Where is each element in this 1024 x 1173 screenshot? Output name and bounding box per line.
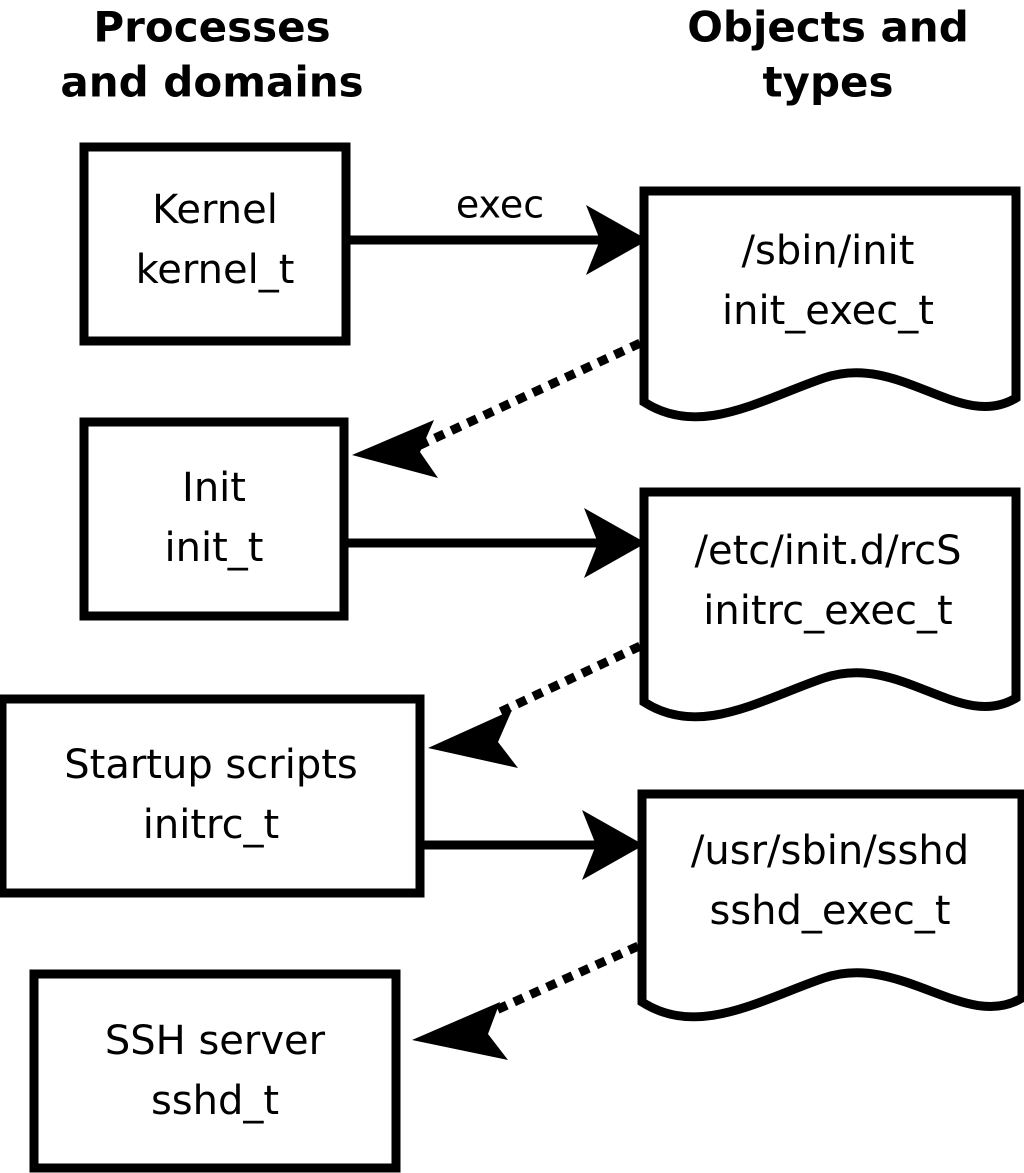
document-shape	[639, 186, 1021, 422]
node-box	[79, 417, 349, 621]
object-path-label: /sbin/init	[742, 228, 915, 274]
process-node-init[interactable]: Init init_t	[79, 417, 349, 621]
node-name-label: Init	[182, 465, 246, 511]
column-heading-left: Processes and domains	[60, 3, 363, 107]
node-type-label: init_t	[165, 525, 264, 571]
object-type-label: initrc_exec_t	[703, 588, 952, 634]
object-path-label: /etc/init.d/rcS	[694, 528, 961, 574]
arrowhead-icon	[584, 508, 646, 578]
node-type-label: initrc_t	[143, 802, 280, 848]
edge-line	[490, 642, 642, 720]
object-node-init-exec[interactable]: /sbin/init init_exec_t	[639, 186, 1021, 422]
arrowhead-icon	[412, 1002, 508, 1060]
process-node-kernel[interactable]: Kernel kernel_t	[79, 142, 351, 346]
object-node-sshd-exec[interactable]: /usr/sbin/sshd sshd_exec_t	[637, 789, 1024, 1022]
node-type-label: kernel_t	[136, 247, 295, 293]
edge-line	[412, 339, 642, 452]
edge-kernel-exec-init-exec: exec	[350, 183, 648, 275]
arrowhead-icon	[428, 710, 518, 768]
node-box	[29, 969, 401, 1173]
process-node-ssh-server[interactable]: SSH server sshd_t	[29, 969, 401, 1173]
node-name-label: Kernel	[152, 187, 278, 233]
heading-left-line1: Processes	[93, 3, 330, 52]
edge-label-exec: exec	[456, 183, 544, 227]
node-type-label: sshd_t	[151, 1078, 279, 1124]
heading-left-line2: and domains	[60, 58, 363, 107]
edge-initrc-exec-sshd-exec	[424, 810, 644, 880]
arrowhead-icon	[352, 420, 438, 478]
arrowhead-icon	[586, 205, 648, 275]
edge-sshd-exec-transition-sshd	[412, 942, 640, 1060]
heading-right-line2: types	[762, 58, 893, 107]
heading-right-line1: Objects and	[687, 3, 969, 52]
edge-init-exec-initrc-exec	[348, 508, 646, 578]
document-shape	[639, 487, 1021, 722]
object-type-label: init_exec_t	[722, 288, 934, 334]
object-type-label: sshd_exec_t	[709, 888, 950, 934]
node-box	[0, 694, 425, 898]
edge-initrc-exec-transition-initrc	[428, 642, 642, 768]
object-node-initrc-exec[interactable]: /etc/init.d/rcS initrc_exec_t	[639, 487, 1021, 722]
process-node-startup-scripts[interactable]: Startup scripts initrc_t	[0, 694, 425, 898]
node-box	[79, 142, 351, 346]
edge-init-exec-transition-init	[352, 339, 642, 478]
object-path-label: /usr/sbin/sshd	[691, 828, 969, 874]
node-name-label: Startup scripts	[64, 742, 357, 788]
column-heading-right: Objects and types	[687, 3, 969, 107]
node-name-label: SSH server	[105, 1018, 326, 1064]
edge-line	[488, 942, 640, 1017]
arrowhead-icon	[582, 810, 644, 880]
document-shape	[637, 789, 1024, 1022]
